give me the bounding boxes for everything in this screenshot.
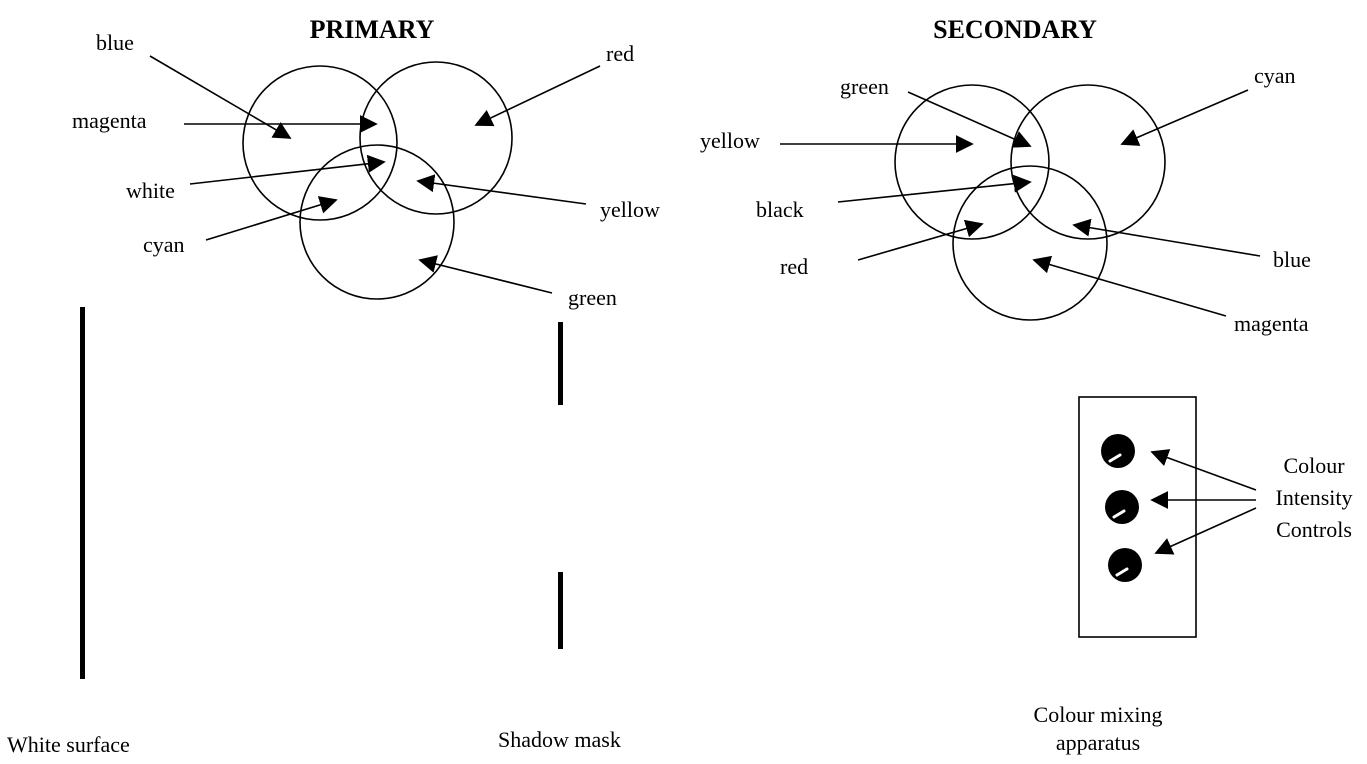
primary-arrow-green (418, 255, 553, 294)
primary-arrow-white (189, 154, 386, 185)
secondary-label-red: red (780, 254, 808, 279)
secondary-arrow-blue (1072, 218, 1261, 257)
secondary-label-green: green (840, 74, 889, 99)
primary-arrow-cyan (205, 196, 338, 241)
secondary-label-blue: blue (1273, 247, 1311, 272)
secondary-arrow-cyan (1120, 89, 1249, 146)
primary-arrow-red (474, 65, 601, 127)
shadow-mask-bar-top (558, 322, 563, 405)
secondary-label-magenta: magenta (1234, 311, 1309, 336)
primary-circle-blue (242, 65, 398, 221)
primary-circle-red (359, 61, 513, 215)
primary-arrow-yellow (416, 174, 587, 205)
primary-label-red: red (606, 41, 634, 66)
knob-1-indicator (1108, 453, 1122, 463)
controls-arrow-1 (1150, 449, 1257, 491)
controls-arrow-3 (1154, 507, 1257, 555)
secondary-label-yellow: yellow (700, 128, 760, 153)
secondary-arrow-green (907, 91, 1032, 148)
apparatus-caption-line2: apparatus (1056, 730, 1140, 755)
primary-label-white: white (126, 178, 175, 203)
primary-label-blue: blue (96, 30, 134, 55)
primary-diagram: PRIMARY blue red magenta white yellow cy… (72, 15, 660, 310)
secondary-circle-cyan (1010, 84, 1166, 240)
intensity-knob-2[interactable] (1105, 490, 1139, 524)
primary-label-magenta: magenta (72, 108, 147, 133)
secondary-arrow-black (837, 174, 1032, 203)
primary-arrow-blue (149, 55, 292, 139)
shadow-mask-caption: Shadow mask (498, 727, 621, 752)
controls-label-line1: Colour (1283, 453, 1345, 478)
intensity-knob-3[interactable] (1108, 548, 1142, 582)
controls-label-line2: Intensity (1276, 485, 1353, 510)
primary-label-green: green (568, 285, 617, 310)
secondary-circle-yellow (894, 84, 1050, 240)
secondary-label-cyan: cyan (1254, 63, 1296, 88)
shadow-mask-bar-bottom (558, 572, 563, 649)
knob-3-indicator (1115, 567, 1129, 577)
primary-circle-green (299, 144, 455, 300)
apparatus-box (1078, 396, 1197, 638)
intensity-knob-1[interactable] (1101, 434, 1135, 468)
primary-label-yellow: yellow (600, 197, 660, 222)
secondary-arrow-red (857, 219, 984, 261)
secondary-arrow-magenta (1032, 255, 1227, 317)
primary-title: PRIMARY (310, 15, 435, 44)
controls-label-line3: Controls (1276, 517, 1352, 542)
secondary-label-black: black (756, 197, 804, 222)
secondary-title: SECONDARY (933, 15, 1097, 44)
white-surface-bar (80, 307, 85, 679)
knob-2-indicator (1112, 509, 1126, 519)
colour-mixing-apparatus: Colour Intensity Controls Colour mixing … (1034, 396, 1353, 755)
secondary-circle-magenta (952, 165, 1108, 321)
secondary-diagram: SECONDARY green cyan yellow black red bl… (700, 15, 1311, 336)
apparatus-caption-line1: Colour mixing (1034, 702, 1163, 727)
white-surface-caption: White surface (7, 732, 130, 757)
primary-label-cyan: cyan (143, 232, 185, 257)
